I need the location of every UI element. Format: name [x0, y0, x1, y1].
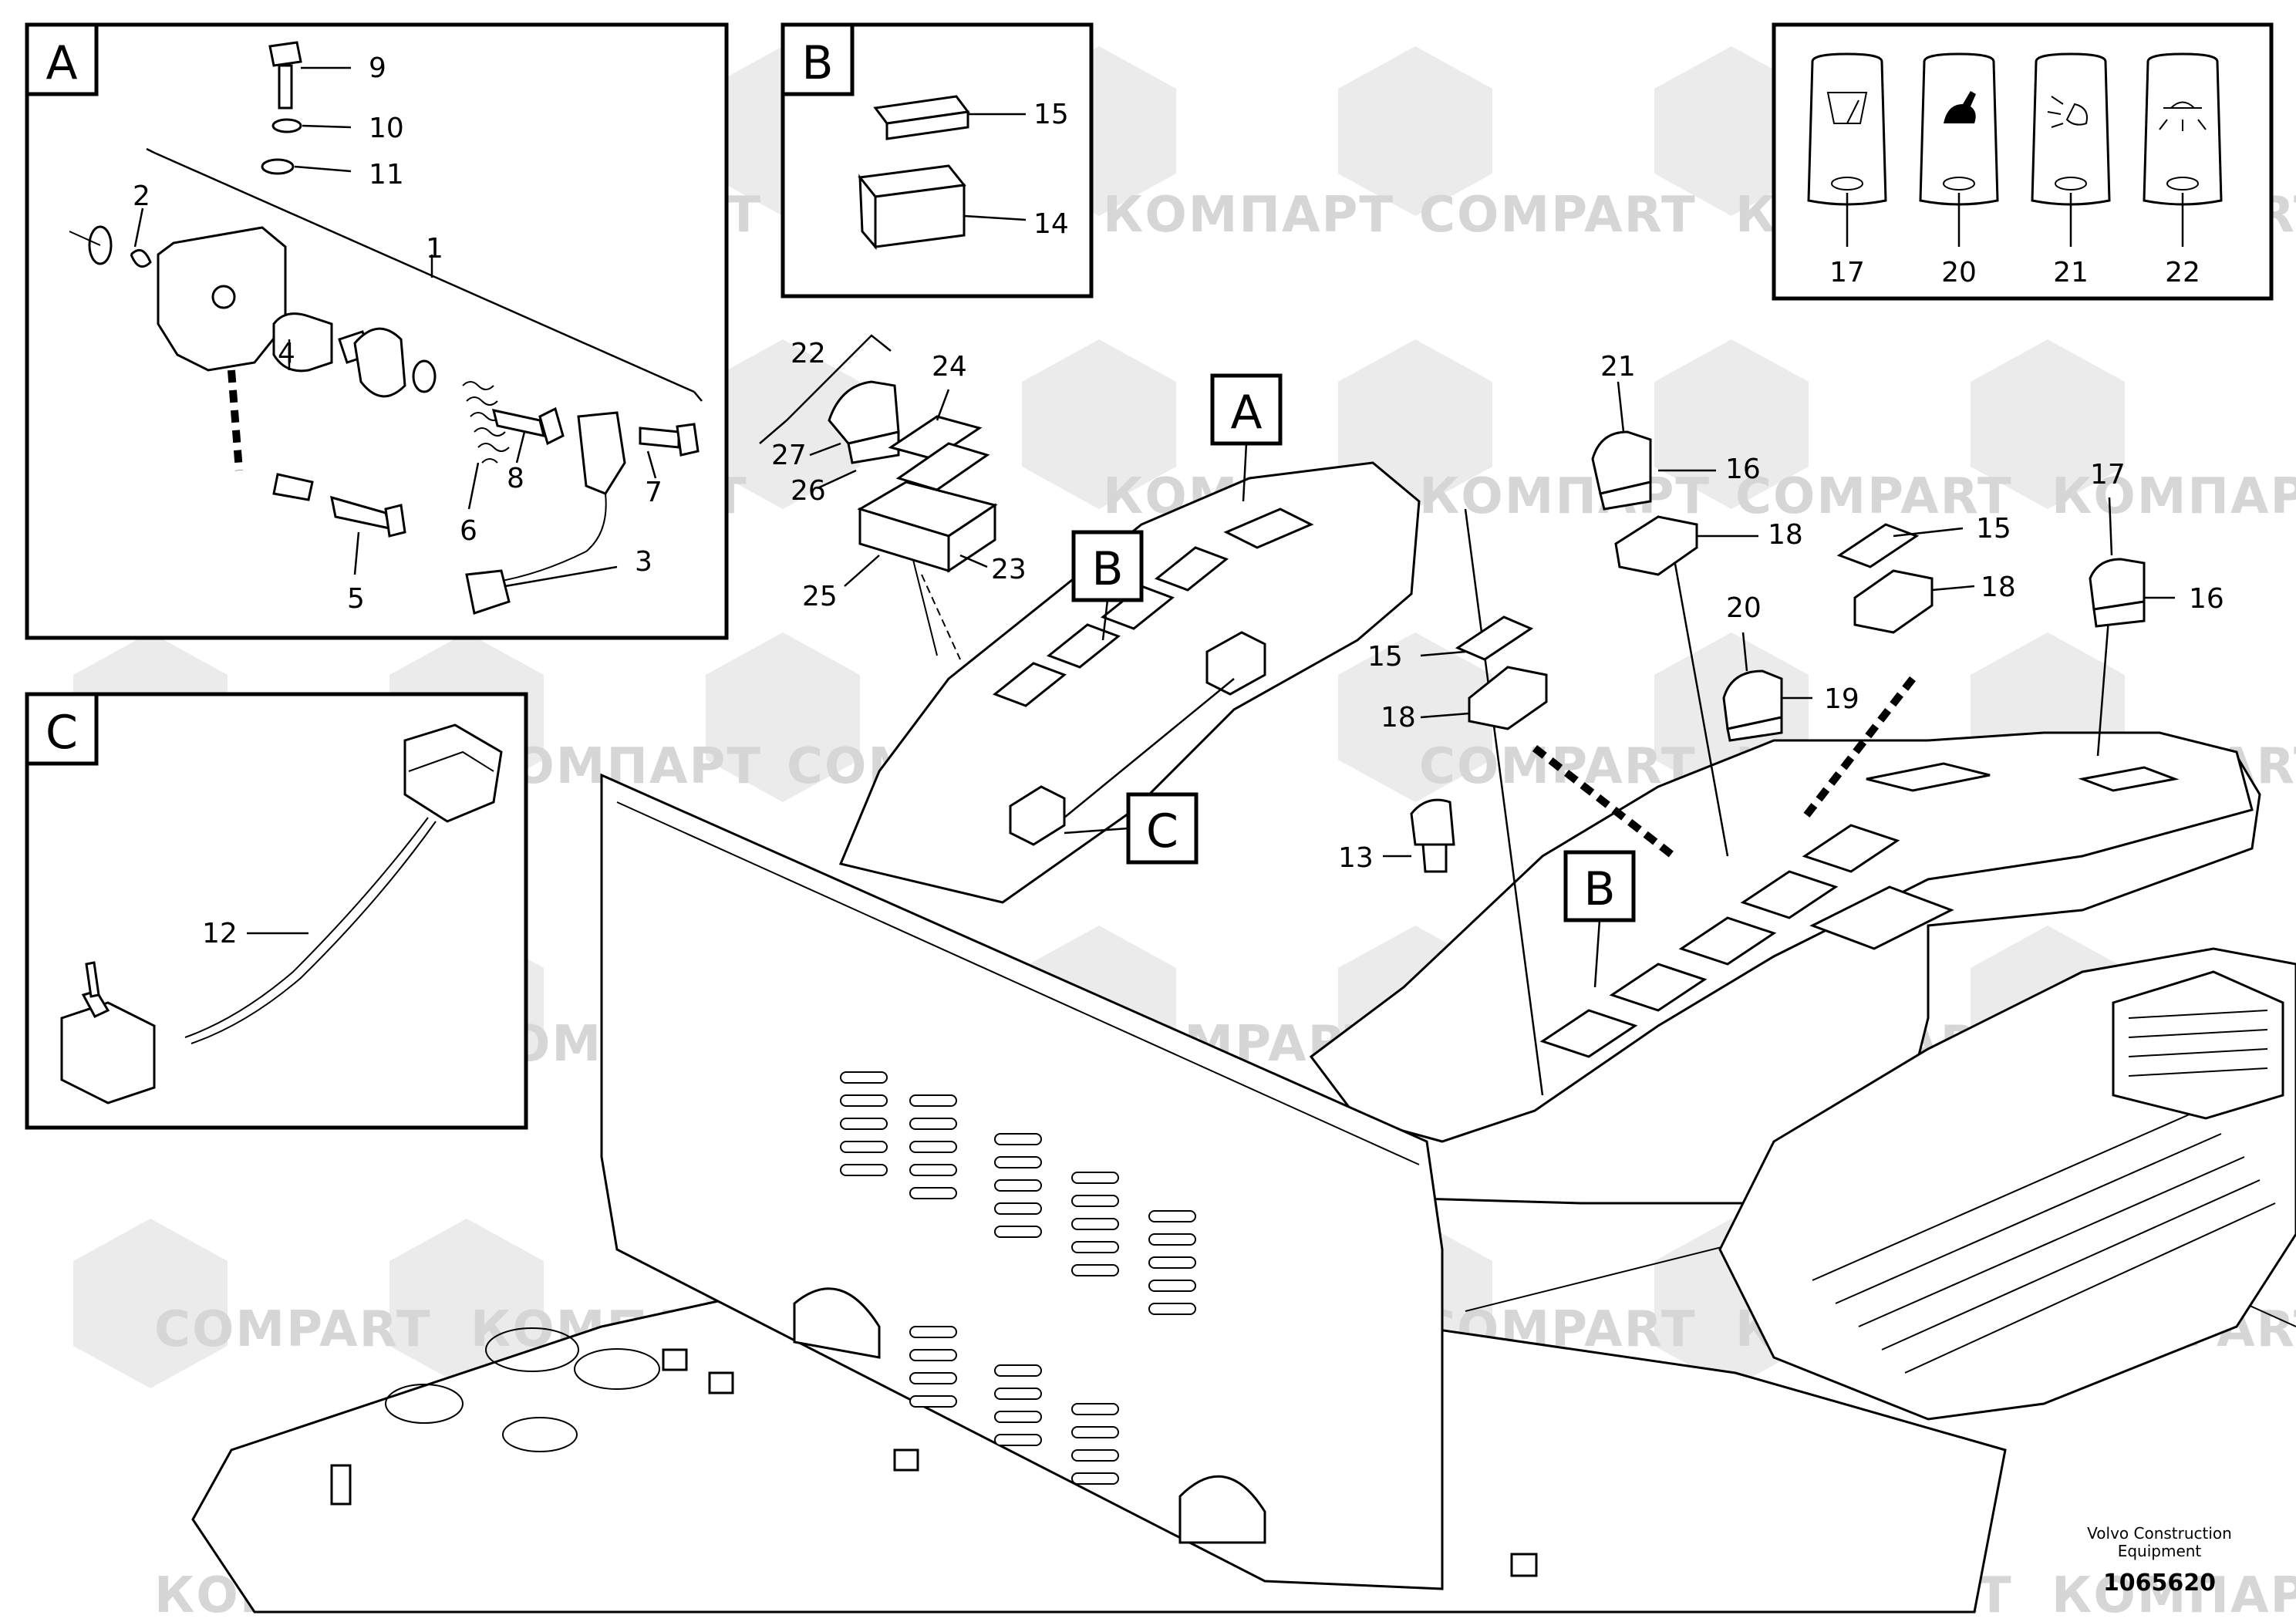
callout-15-detail-b: 15 [1033, 99, 1069, 130]
callout-16: 16 [1725, 454, 1761, 485]
callout-27: 27 [771, 440, 807, 471]
rabbit-symbol [1944, 91, 1976, 123]
callout-5: 5 [347, 583, 365, 615]
callout-16-right: 16 [2189, 583, 2224, 615]
callout-21: 21 [1600, 351, 1636, 383]
callout-7: 7 [645, 477, 663, 508]
detail-label-b: B [801, 36, 833, 90]
callout-14: 14 [1033, 208, 1069, 240]
svg-text:КОМПАРТ: КОМПАРТ [1419, 468, 1711, 525]
callout-4: 4 [278, 338, 295, 369]
detail-label-a: A [46, 36, 77, 90]
brand-block: Volvo Construction Equipment 1065620 [2087, 1524, 2232, 1597]
callout-18-right: 18 [1981, 572, 2016, 603]
callout-15-centre: 15 [1367, 641, 1403, 673]
location-label-b-left: B [1091, 542, 1123, 596]
svg-text:КОМПАРТ: КОМПАРТ [2052, 468, 2296, 525]
console-assembly-drawing [191, 461, 2296, 1614]
callout-20-panel: 20 [1941, 257, 1977, 288]
main-switch-parts [828, 380, 2146, 873]
location-label-a: A [1230, 386, 1262, 440]
callout-13: 13 [1338, 842, 1374, 874]
callout-9: 9 [369, 52, 386, 84]
wiper-symbol [1826, 92, 1868, 124]
callout-25: 25 [802, 581, 838, 612]
callout-19: 19 [1824, 683, 1859, 715]
callout-8: 8 [507, 463, 524, 494]
brand-line-2: Equipment [2118, 1542, 2202, 1560]
callout-1: 1 [426, 233, 443, 265]
callout-22: 22 [791, 338, 826, 369]
callout-21-panel: 21 [2053, 257, 2089, 288]
detail-box-c: C 12 [25, 692, 528, 1130]
main-callouts: 22 24 27 26 25 23 21 16 18 15 18 17 16 1… [759, 334, 2224, 874]
svg-text:COMPART: COMPART [1419, 187, 1697, 244]
callout-26: 26 [791, 475, 826, 507]
callout-17-panel: 17 [1829, 257, 1865, 288]
callout-18-centre: 18 [1381, 702, 1416, 733]
svg-text:КОМПАРТ: КОМПАРТ [1103, 187, 1394, 244]
callout-15: 15 [1976, 513, 2011, 545]
callout-20: 20 [1726, 592, 1762, 624]
svg-text:COMPART: COMPART [1735, 468, 2013, 525]
location-label-c: C [1146, 804, 1178, 858]
svg-text:КОМПАРТ: КОМПАРТ [2052, 1567, 2296, 1622]
callout-12: 12 [202, 918, 238, 949]
svg-text:COMPART: COMPART [154, 1301, 432, 1358]
callout-3: 3 [635, 546, 652, 578]
callout-22-panel: 22 [2165, 257, 2200, 288]
detail-label-c: C [46, 706, 78, 760]
callout-23: 23 [991, 554, 1027, 585]
switch-symbol-panel: 17 20 21 22 [1772, 22, 2274, 301]
callout-2: 2 [133, 180, 150, 212]
document-number: 1065620 [2103, 1570, 2216, 1597]
callout-10: 10 [369, 113, 404, 144]
callout-24: 24 [932, 351, 967, 383]
callout-6: 6 [460, 515, 477, 547]
detail-box-b: B 15 14 [781, 22, 1094, 298]
callout-11: 11 [369, 159, 404, 191]
cab-light-symbol [2159, 101, 2207, 131]
work-light-symbol [2047, 96, 2088, 128]
location-labels: A B C B [1064, 373, 1636, 988]
location-label-b-right: B [1583, 862, 1615, 916]
detail-box-a: A [25, 22, 729, 640]
brand-line-1: Volvo Construction [2087, 1524, 2232, 1543]
callout-18: 18 [1768, 519, 1803, 551]
callout-17: 17 [2090, 459, 2126, 491]
